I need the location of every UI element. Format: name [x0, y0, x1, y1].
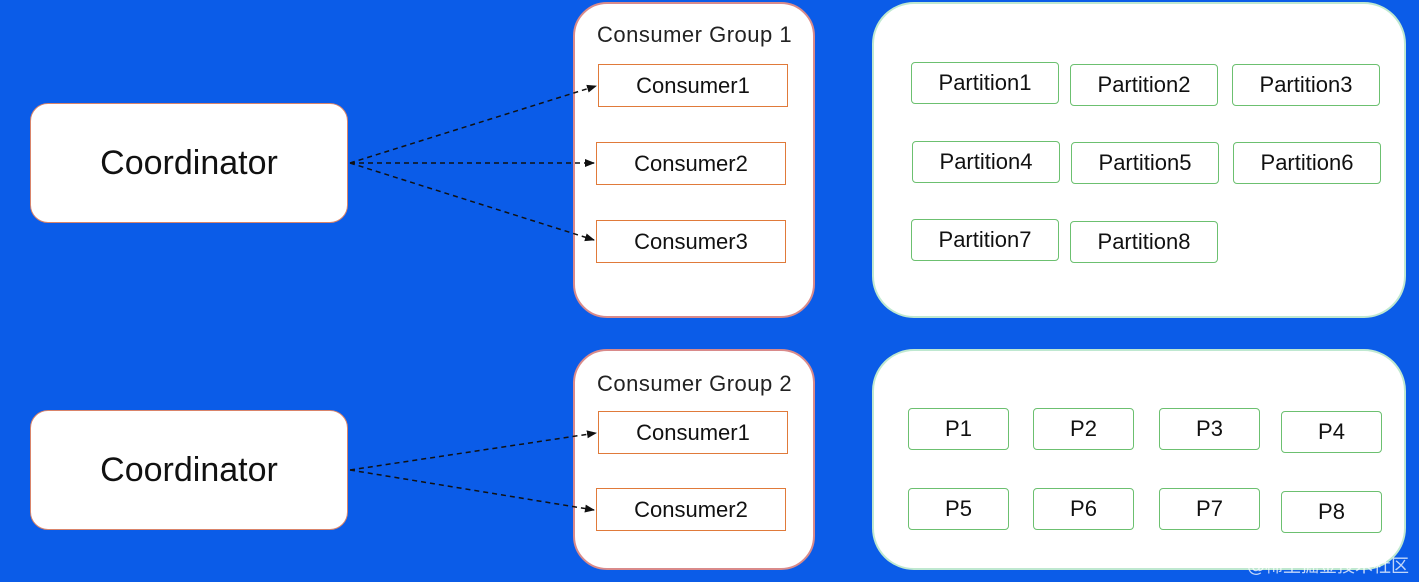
- group-1-consumer-2: Consumer2: [596, 142, 786, 185]
- partition-p5: P5: [908, 488, 1009, 530]
- partition-p1: P1: [908, 408, 1009, 450]
- partition-label: P1: [945, 416, 972, 441]
- partition-2: Partition2: [1070, 64, 1218, 106]
- partition-p4: P4: [1281, 411, 1382, 453]
- partition-label: Partition1: [938, 70, 1032, 95]
- coordinator-box-2: Coordinator: [30, 410, 348, 530]
- consumer-group-1-title: Consumer Group 1: [597, 22, 793, 47]
- arrow-coordinator2-consumer2: [349, 469, 595, 513]
- partition-label: P8: [1318, 499, 1345, 524]
- partition-label: Partition7: [938, 227, 1032, 252]
- partition-label: P4: [1318, 419, 1345, 444]
- coordinator-box-1: Coordinator: [30, 103, 348, 223]
- partition-p2: P2: [1033, 408, 1134, 450]
- consumer-group-2: Consumer Group 2: [573, 349, 815, 570]
- coordinator-label-2: Coordinator: [100, 450, 278, 489]
- group-1-consumer-1: Consumer1: [598, 64, 788, 107]
- partition-4: Partition4: [912, 141, 1060, 183]
- partition-label: Partition3: [1259, 72, 1353, 97]
- group-2-consumer-2: Consumer2: [596, 488, 786, 531]
- partition-label: P6: [1070, 496, 1097, 521]
- partition-5: Partition5: [1071, 142, 1219, 184]
- partition-p6: P6: [1033, 488, 1134, 530]
- arrow-coordinator1-consumer3: [349, 162, 595, 242]
- group-2-consumer-1: Consumer1: [598, 411, 788, 454]
- partition-label: P2: [1070, 416, 1097, 441]
- consumer-label: Consumer3: [634, 228, 748, 254]
- partition-p8: P8: [1281, 491, 1382, 533]
- partition-8: Partition8: [1070, 221, 1218, 263]
- partition-label: Partition8: [1097, 229, 1191, 254]
- partition-label: Partition6: [1260, 150, 1354, 175]
- partition-label: Partition5: [1098, 150, 1192, 175]
- group-1-consumer-3: Consumer3: [596, 220, 786, 263]
- partition-panel-2: [872, 349, 1406, 570]
- consumer-label: Consumer2: [634, 150, 748, 176]
- partition-label: Partition4: [939, 149, 1033, 174]
- partition-3: Partition3: [1232, 64, 1380, 106]
- consumer-label: Consumer2: [634, 496, 748, 522]
- partition-label: P7: [1196, 496, 1223, 521]
- partition-label: P3: [1196, 416, 1223, 441]
- partition-6: Partition6: [1233, 142, 1381, 184]
- partition-label: Partition2: [1097, 72, 1191, 97]
- arrow-coordinator2-consumer1: [349, 430, 597, 471]
- partition-p7: P7: [1159, 488, 1260, 530]
- consumer-group-2-title: Consumer Group 2: [597, 371, 793, 396]
- arrow-coordinator1-consumer1: [349, 84, 597, 164]
- consumer-label: Consumer1: [636, 72, 750, 98]
- watermark-text: @稀土掘金技术社区: [1247, 556, 1409, 577]
- consumer-label: Consumer1: [636, 419, 750, 445]
- coordinator-label-1: Coordinator: [100, 143, 278, 182]
- partition-7: Partition7: [911, 219, 1059, 261]
- partition-label: P5: [945, 496, 972, 521]
- partition-p3: P3: [1159, 408, 1260, 450]
- partition-1: Partition1: [911, 62, 1059, 104]
